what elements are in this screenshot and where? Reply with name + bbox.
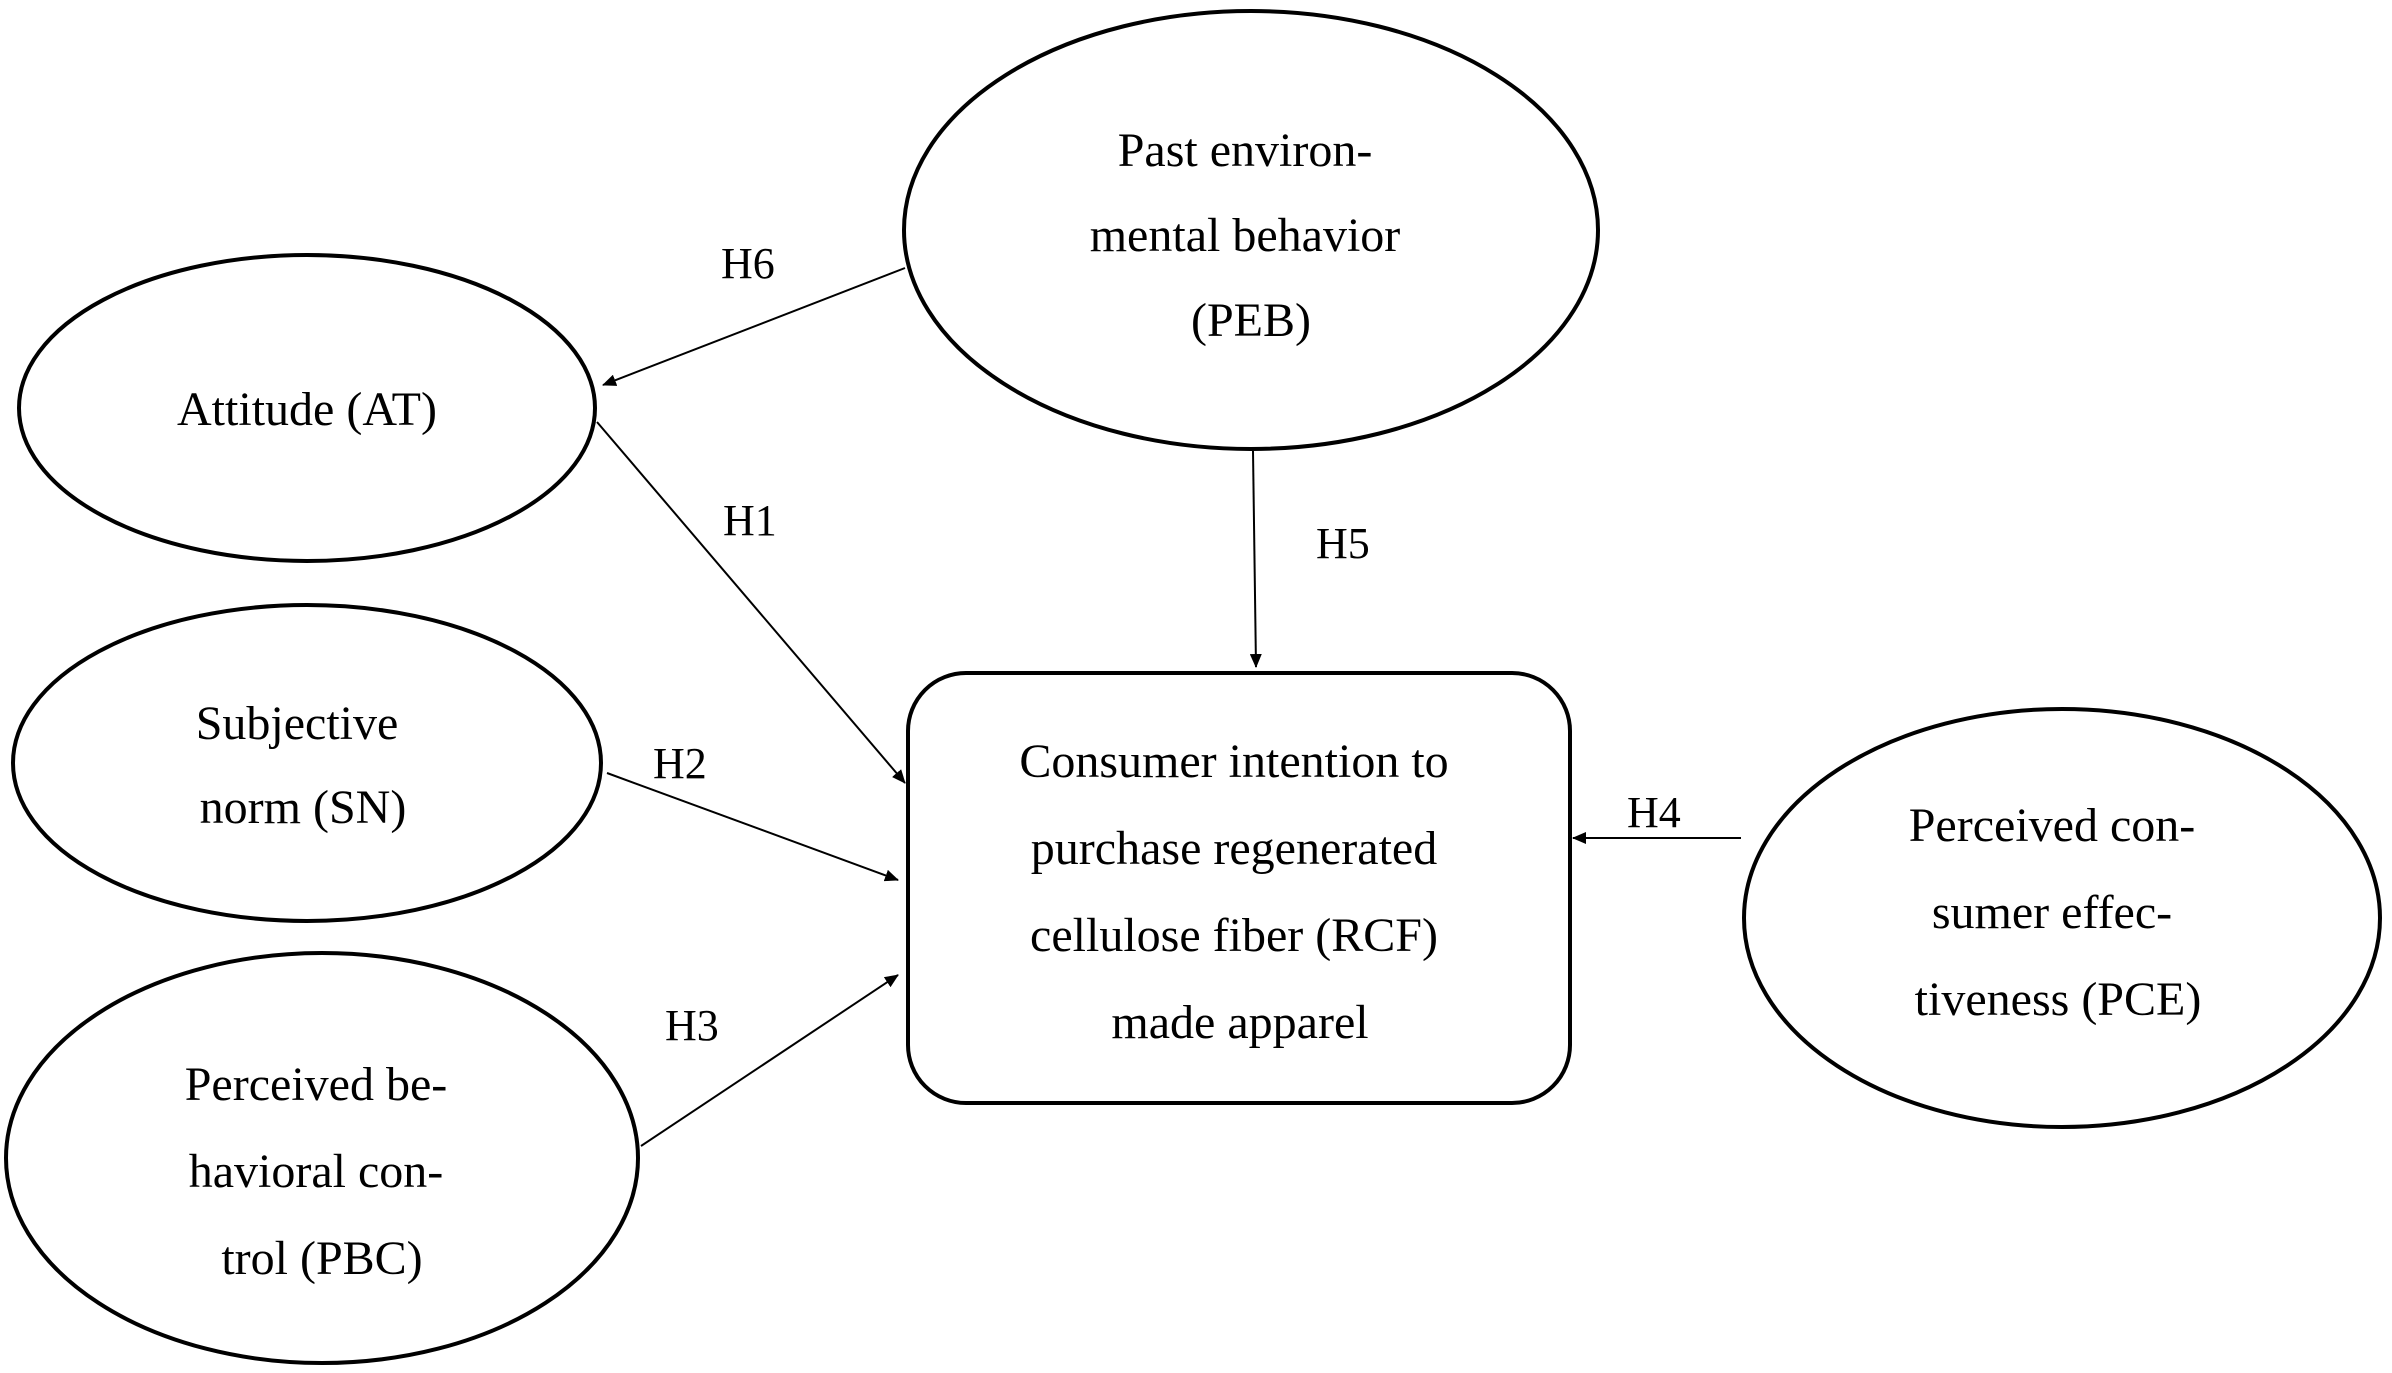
node-label-pbc: Perceived be- havioral con- trol (PBC): [185, 1058, 460, 1285]
node-pce: Perceived con- sumer effec- tiveness (PC…: [1742, 707, 2382, 1129]
subjective-norm-line-1: Subjective: [196, 697, 399, 750]
pbc-line-2: havioral con-: [189, 1145, 444, 1198]
node-pbc: Perceived be- havioral con- trol (PBC): [4, 951, 640, 1365]
node-subjective-norm: Subjective norm (SN): [11, 603, 603, 923]
attitude-line-1: Attitude (AT): [177, 383, 437, 436]
subjective-norm-line-2: norm (SN): [200, 781, 407, 834]
intention-line-1: Consumer intention to: [1019, 735, 1448, 788]
arrow-h3: [640, 974, 899, 1147]
arrow-h6: [602, 267, 906, 386]
edge-label-h6: H6: [721, 239, 775, 288]
edge-h5: H5: [1249, 450, 1370, 668]
edge-h2: H2: [606, 739, 899, 882]
intention-line-2: purchase regenerated: [1031, 822, 1437, 875]
edge-h1: H1: [596, 421, 906, 784]
pbc-line-3: trol (PBC): [221, 1232, 422, 1285]
edge-label-h5: H5: [1316, 519, 1370, 568]
edges: H6 H1 H5 H2 H3 H4: [596, 239, 1741, 1147]
peb-line-1: Past environ-: [1118, 124, 1373, 177]
pce-ellipse: [1742, 707, 2382, 1129]
edge-label-h2: H2: [653, 739, 707, 788]
edge-label-h1: H1: [723, 496, 777, 545]
subjective-norm-ellipse: [11, 603, 603, 923]
intention-line-4: made apparel: [1111, 996, 1368, 1049]
peb-line-3: (PEB): [1191, 294, 1311, 347]
edge-h3: H3: [640, 974, 899, 1147]
peb-line-2: mental behavior: [1090, 209, 1401, 262]
pce-line-2: sumer effec-: [1932, 886, 2172, 939]
node-label-pce: Perceived con- sumer effec- tiveness (PC…: [1909, 799, 2208, 1026]
arrow-h5: [1249, 450, 1262, 668]
arrow-h2: [606, 772, 899, 882]
pbc-ellipse: [4, 951, 640, 1365]
arrow-h1: [596, 421, 906, 784]
pbc-line-1: Perceived be-: [185, 1058, 448, 1111]
node-label-intention: Consumer intention to purchase regenerat…: [1019, 735, 1460, 1049]
peb-ellipse: [902, 9, 1600, 451]
edge-label-h4: H4: [1627, 788, 1681, 837]
attitude-ellipse: [17, 253, 597, 563]
pce-line-3: tiveness (PCE): [1915, 973, 2202, 1026]
edge-h6: H6: [602, 239, 906, 386]
intention-line-3: cellulose fiber (RCF): [1030, 909, 1438, 962]
node-attitude: Attitude (AT): [17, 253, 597, 563]
edge-h4: H4: [1572, 788, 1741, 844]
edge-label-h3: H3: [665, 1001, 719, 1050]
pce-line-1: Perceived con-: [1909, 799, 2196, 852]
node-intention: Consumer intention to purchase regenerat…: [906, 671, 1572, 1105]
node-peb: Past environ- mental behavior (PEB): [902, 9, 1600, 451]
node-label-peb: Past environ- mental behavior (PEB): [1090, 124, 1413, 347]
intention-box: [906, 671, 1572, 1105]
node-label-subjective-norm: Subjective norm (SN): [196, 697, 411, 834]
node-label-attitude: Attitude (AT): [177, 383, 437, 436]
